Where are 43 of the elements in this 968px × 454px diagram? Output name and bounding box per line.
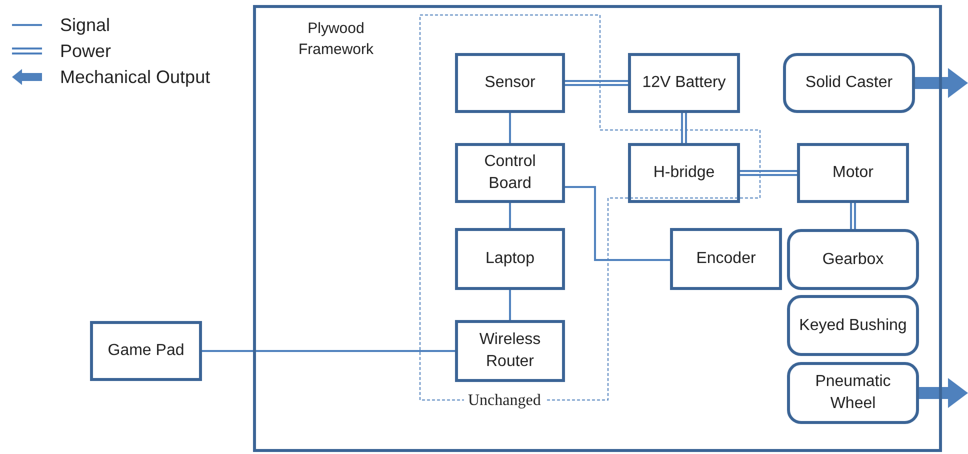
legend-label: Mechanical Output — [60, 66, 210, 89]
box-label: Pneumatic Wheel — [814, 372, 892, 414]
component-box — [455, 228, 565, 290]
legend-label: Power — [60, 40, 112, 63]
rounded-component-box — [787, 295, 919, 356]
frame-label: Plywood Framework — [297, 19, 374, 60]
box-label: Motor — [832, 163, 874, 183]
rounded-component-box — [787, 362, 919, 424]
power-line — [565, 80, 628, 86]
signal-line — [509, 203, 511, 228]
output-arrow — [915, 68, 968, 98]
component-box — [455, 320, 565, 382]
component-box — [455, 53, 565, 113]
box-label: Solid Caster — [804, 73, 894, 93]
box-label: Control Board — [483, 152, 537, 194]
component-box — [670, 228, 782, 290]
box-label: Game Pad — [106, 341, 186, 361]
box-label: Sensor — [484, 73, 536, 93]
signal-line — [202, 350, 455, 352]
signal-line — [509, 113, 511, 143]
component-box — [628, 53, 740, 113]
component-box — [90, 321, 202, 381]
box-label: Keyed Bushing — [798, 316, 908, 336]
component-box — [628, 143, 740, 203]
power-line — [740, 170, 797, 176]
output-arrow — [919, 378, 968, 408]
box-label: Laptop — [484, 249, 536, 269]
box-label: Gearbox — [821, 250, 885, 270]
power-line — [681, 113, 687, 143]
rounded-component-box — [787, 229, 919, 290]
signal-line — [565, 186, 670, 261]
frame-box — [253, 5, 942, 452]
component-box — [455, 143, 565, 203]
signal-line — [509, 290, 511, 320]
power-line — [850, 203, 856, 229]
region-label: Unchanged — [464, 391, 545, 411]
box-label: Wireless Router — [478, 330, 542, 372]
box-label: H-bridge — [652, 163, 716, 183]
component-box — [797, 143, 909, 203]
box-label: Encoder — [695, 249, 757, 269]
box-label: 12V Battery — [641, 73, 727, 93]
legend-label: Signal — [60, 14, 110, 37]
rounded-component-box — [783, 53, 915, 113]
